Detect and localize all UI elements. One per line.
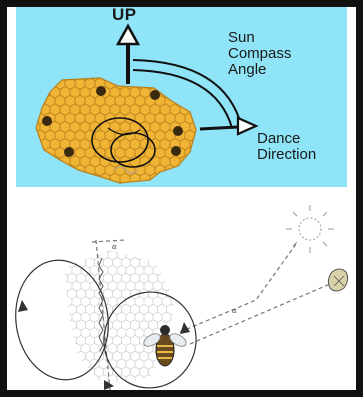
honeycomb xyxy=(36,78,196,183)
dance-direction-label: Dance Direction xyxy=(257,131,352,163)
flower-icon xyxy=(328,269,347,291)
up-label: UP xyxy=(112,6,137,24)
dance-direction-arrow xyxy=(200,118,256,134)
up-arrow xyxy=(118,26,138,84)
sun-compass-angle-label: Sun Compass Angle xyxy=(228,30,338,77)
sun-icon xyxy=(286,205,334,253)
vertical-angle-mark: α xyxy=(112,243,117,251)
dance-comb-grey xyxy=(64,250,175,384)
sun-angle-mark: α xyxy=(232,307,237,315)
